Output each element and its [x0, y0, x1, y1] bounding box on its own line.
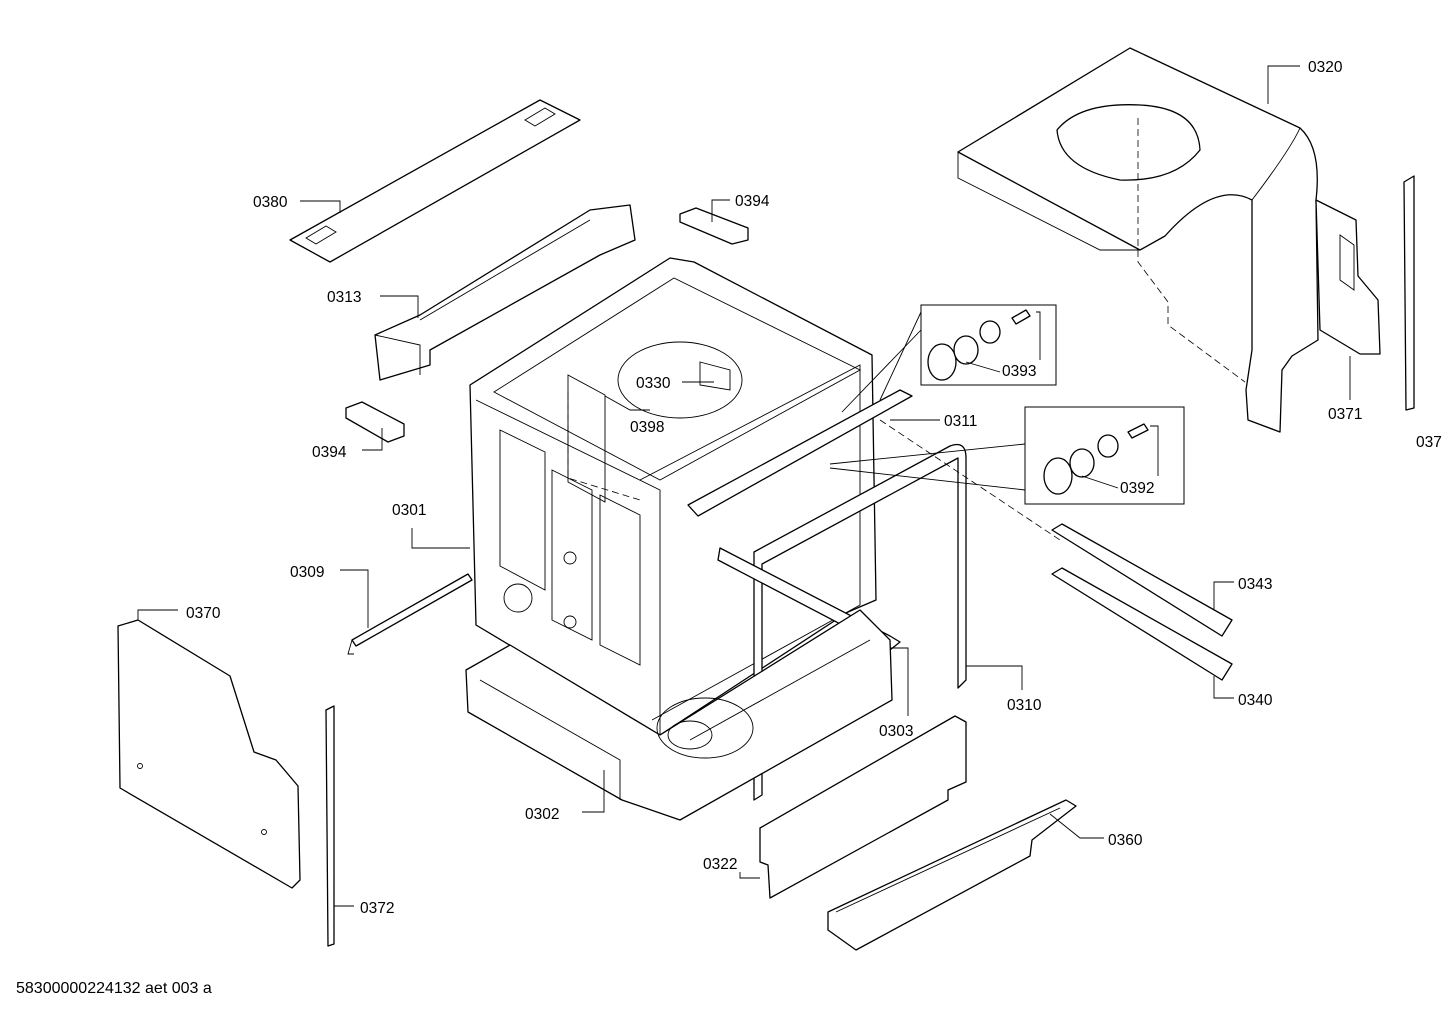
part-0372-strip [325, 705, 354, 947]
label-0313[interactable]: 0313 [327, 289, 361, 306]
label-0340[interactable]: 0340 [1238, 692, 1273, 709]
detail-0393 [841, 304, 1057, 413]
label-037x[interactable]: 037 [1416, 434, 1442, 451]
part-0310-seal [753, 443, 1023, 801]
detail-0392 [829, 406, 1185, 541]
part-0311-rail [687, 389, 940, 517]
part-0301-tub [411, 257, 877, 736]
label-0330[interactable]: 0330 [636, 375, 671, 392]
part-0394-clip-top [679, 199, 749, 245]
part-0380-plate [289, 99, 581, 263]
part-0394-clip-left [345, 401, 405, 451]
label-0392[interactable]: 0392 [1120, 480, 1154, 497]
part-037x-strip [1403, 175, 1415, 411]
label-0309[interactable]: 0309 [290, 564, 324, 581]
label-0301[interactable]: 0301 [392, 502, 426, 519]
part-0322-kickplate [739, 715, 967, 899]
drawing-code: 58300000224132 aet 003 a [16, 980, 212, 997]
label-0322[interactable]: 0322 [703, 856, 737, 873]
label-0303[interactable]: 0303 [879, 723, 913, 740]
part-0340-rail [1051, 567, 1234, 699]
label-0343[interactable]: 0343 [1238, 576, 1272, 593]
label-0311[interactable]: 0311 [944, 413, 977, 430]
label-0398[interactable]: 0398 [630, 419, 664, 436]
part-0320-cover [957, 47, 1319, 433]
label-0394-top[interactable]: 0394 [735, 193, 770, 210]
label-0371[interactable]: 0371 [1328, 406, 1362, 423]
label-0394-left[interactable]: 0394 [312, 444, 347, 461]
part-0343-rail [1051, 523, 1234, 637]
label-0302[interactable]: 0302 [525, 806, 559, 823]
label-0370[interactable]: 0370 [186, 605, 221, 622]
part-0360-base-strip [827, 799, 1104, 951]
label-0320[interactable]: 0320 [1308, 59, 1343, 76]
label-0310[interactable]: 0310 [1007, 697, 1042, 714]
label-0380[interactable]: 0380 [253, 194, 288, 211]
part-0370-side-panel [117, 609, 301, 889]
leader-0398 [604, 395, 650, 411]
part-0302-base [465, 609, 893, 821]
part-0313-bracket [374, 204, 636, 381]
label-0360[interactable]: 0360 [1108, 832, 1143, 849]
part-0309-rod [340, 569, 473, 655]
label-0393[interactable]: 0393 [1002, 363, 1036, 380]
part-0371-side-panel [1315, 199, 1381, 400]
label-0372[interactable]: 0372 [360, 900, 394, 917]
